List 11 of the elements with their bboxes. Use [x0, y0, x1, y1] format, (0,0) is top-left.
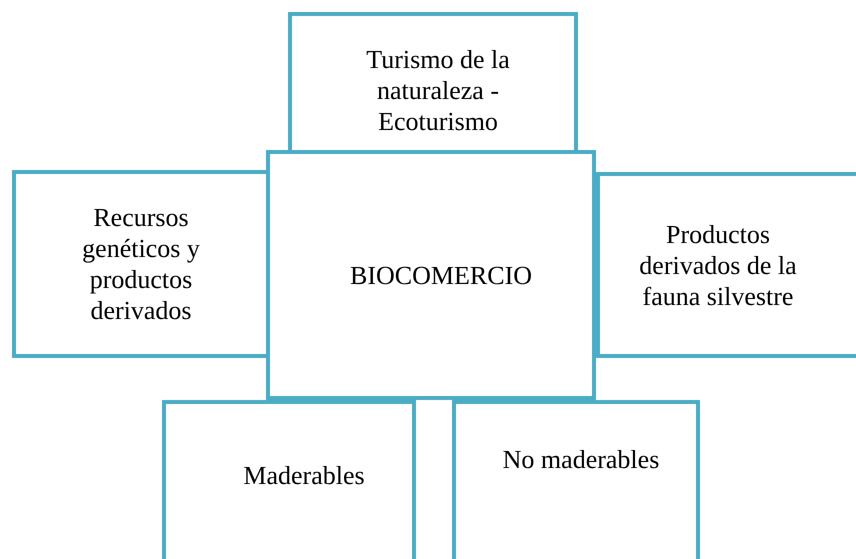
box-label: BIOCOMERCIO	[350, 260, 532, 290]
box-label: Turismo de la naturaleza - Ecoturismo	[365, 44, 511, 137]
box-label: Recursos genéticos y productos derivados	[81, 202, 201, 326]
box-label: No maderables	[502, 444, 660, 475]
category-box	[596, 172, 856, 358]
box-label: Productos derivados de la fauna silvestre	[638, 218, 798, 312]
category-box	[452, 400, 700, 559]
category-box	[12, 170, 266, 358]
category-box	[162, 400, 416, 559]
category-box	[288, 12, 578, 150]
box-label: Maderables	[243, 460, 365, 491]
